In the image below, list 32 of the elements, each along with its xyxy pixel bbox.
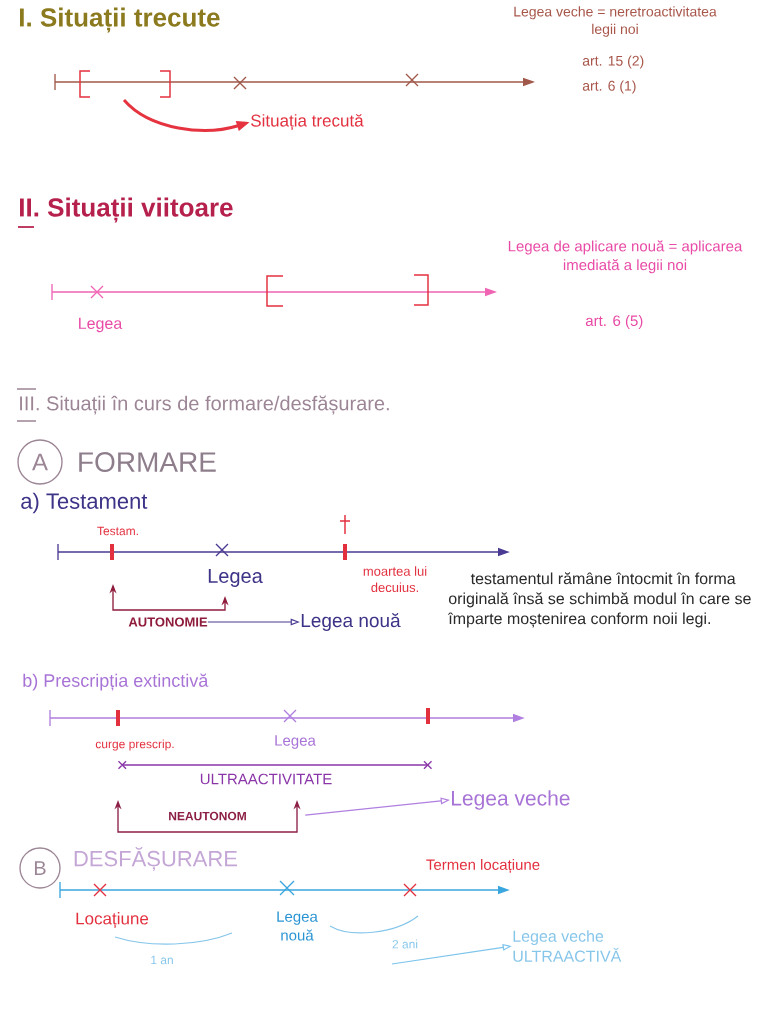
timeline-label: curge prescrip. — [95, 739, 174, 751]
section-heading: I. Situații trecute — [20, 7, 220, 33]
timeline-label: Legea — [79, 317, 123, 333]
timeline-label: Termen locațiune — [426, 859, 540, 874]
circled-letter: B — [19, 847, 61, 889]
section-heading: III. Situații în curs de formare/desfășurare. — [20, 395, 389, 415]
circled-letter: A — [17, 439, 63, 485]
note-text: Legea veche = neretroactivitatea legii noi — [514, 6, 717, 37]
section-heading: II. Situații viitoare — [20, 197, 233, 223]
term-label: Legea veche — [452, 790, 570, 810]
timeline-label: Legea — [208, 569, 263, 587]
section-heading: FORMARE — [79, 452, 216, 472]
timeline-label: Legea — [275, 735, 316, 749]
note-text: art. 6 (5) — [585, 315, 643, 329]
term-label: Legea nouă — [301, 613, 401, 631]
span-label: ULTRAACTIVITATE — [200, 773, 332, 785]
duration-label: 2 ani — [392, 939, 418, 949]
timeline-label: Testam. — [97, 526, 138, 536]
section-heading: DESFĂȘURARE — [74, 847, 237, 871]
note-text: art. 15 (2) — [582, 55, 644, 69]
subsection-heading: b) Prescripția extinctivă — [23, 673, 209, 691]
paragraph: testamentul rămâne întocmit în forma originală însă se schimbă modul în care se împarte moștenirea conform noii legi. — [447, 572, 751, 628]
term-label: Legea veche ULTRAACTIVĂ — [513, 930, 622, 962]
term-label: AUTONOMIE — [128, 617, 208, 627]
timeline-label: moartea lui decuius. — [363, 566, 427, 593]
arrow-label: Situația trecută — [251, 113, 364, 131]
bracket-label: NEAUTONOM — [169, 811, 246, 821]
note-text: art. 6 (1) — [582, 80, 636, 94]
timeline-label: Locațiune — [76, 912, 149, 928]
timeline-label: Legea nouă — [277, 911, 318, 941]
duration-label: 1 an — [151, 955, 173, 965]
note-text: Legea de aplicare nouă = aplicarea imediată a legii noi — [508, 240, 743, 274]
